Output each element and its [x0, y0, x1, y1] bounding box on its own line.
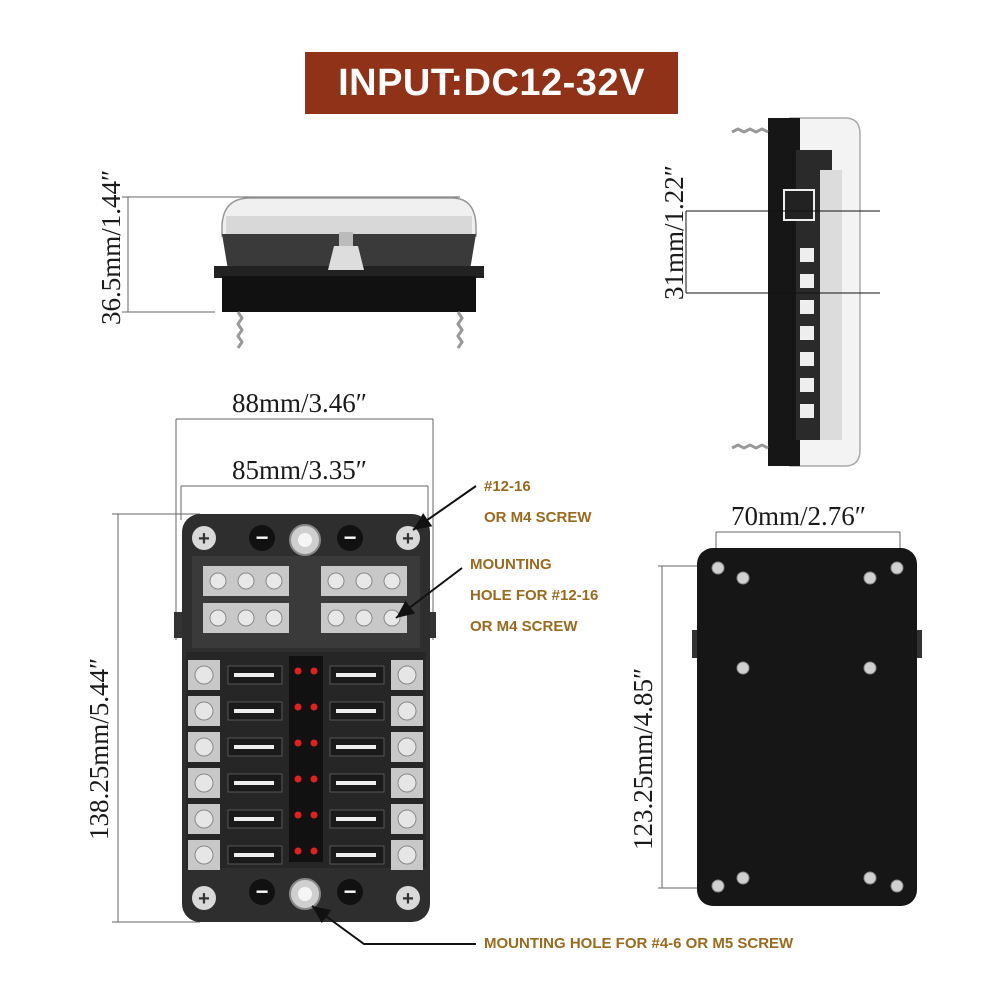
- negative-stud-icon: [249, 879, 275, 905]
- callouts: #12-16 OR M4 SCREW MOUNTING HOLE FOR #12…: [311, 478, 794, 952]
- callout-mounting-bottom: MOUNTING HOLE FOR #4-6 OR M5 SCREW: [484, 935, 794, 952]
- svg-text:−: −: [256, 525, 269, 550]
- mount-screw-bottom-left: [192, 886, 216, 910]
- led-icon: [294, 667, 302, 675]
- side-view: 31mm/1.22″: [659, 117, 880, 467]
- back-length-label: 123.25mm/4.85″: [628, 668, 658, 850]
- callout-mounting-line3: OR M4 SCREW: [470, 618, 578, 635]
- side-terminals: [800, 248, 814, 418]
- mount-screw-top-left: [192, 526, 216, 550]
- front-height-label: 36.5mm/1.44″: [96, 170, 126, 325]
- top-inner-width-label: 85mm/3.35″: [232, 455, 367, 485]
- led-icon: [294, 775, 302, 783]
- svg-text:−: −: [344, 525, 357, 550]
- led-icon: [310, 811, 318, 819]
- led-icon: [310, 703, 318, 711]
- callout-mounting-line1: MOUNTING: [470, 556, 552, 573]
- led-icon: [294, 739, 302, 747]
- led-icon: [294, 703, 302, 711]
- top-view: 88mm/3.46″ 85mm/3.35″ 138.25mm/5.44″ + +…: [84, 388, 436, 923]
- top-length-label: 138.25mm/5.44″: [84, 658, 114, 840]
- led-icon: [310, 739, 318, 747]
- svg-text:−: −: [344, 879, 357, 904]
- side-spacing-label: 31mm/1.22″: [659, 165, 689, 300]
- mount-screw-bottom-right: [396, 886, 420, 910]
- fuse-rows: [188, 660, 423, 870]
- back-width-label: 70mm/2.76″: [731, 501, 866, 531]
- led-icon: [294, 811, 302, 819]
- led-icon: [310, 847, 318, 855]
- front-view: 36.5mm/1.44″: [96, 170, 484, 349]
- top-outer-width-label: 88mm/3.46″: [232, 388, 367, 418]
- callout-screw-line1: #12-16: [484, 478, 531, 495]
- input-voltage-banner: INPUT:DC12-32V: [305, 52, 678, 114]
- led-icon: [294, 847, 302, 855]
- svg-text:+: +: [198, 888, 210, 910]
- led-icon: [310, 775, 318, 783]
- negative-stud-icon: [337, 879, 363, 905]
- callout-screw-line2: OR M4 SCREW: [484, 509, 592, 526]
- led-indicators: [294, 667, 318, 855]
- back-view: 70mm/2.76″ 123.25mm/4.85″: [628, 501, 922, 906]
- negative-bus-terminals: [203, 566, 407, 633]
- callout-mounting-line2: HOLE FOR #12-16: [470, 587, 598, 604]
- svg-text:+: +: [402, 888, 414, 910]
- svg-text:+: +: [198, 528, 210, 550]
- negative-stud-icon: [337, 525, 363, 551]
- svg-text:−: −: [256, 879, 269, 904]
- negative-stud-icon: [249, 525, 275, 551]
- svg-text:+: +: [402, 528, 414, 550]
- led-icon: [310, 667, 318, 675]
- input-voltage-text: INPUT:DC12-32V: [338, 61, 645, 104]
- led-strip: [289, 656, 323, 862]
- mount-screw-top-right: [396, 526, 420, 550]
